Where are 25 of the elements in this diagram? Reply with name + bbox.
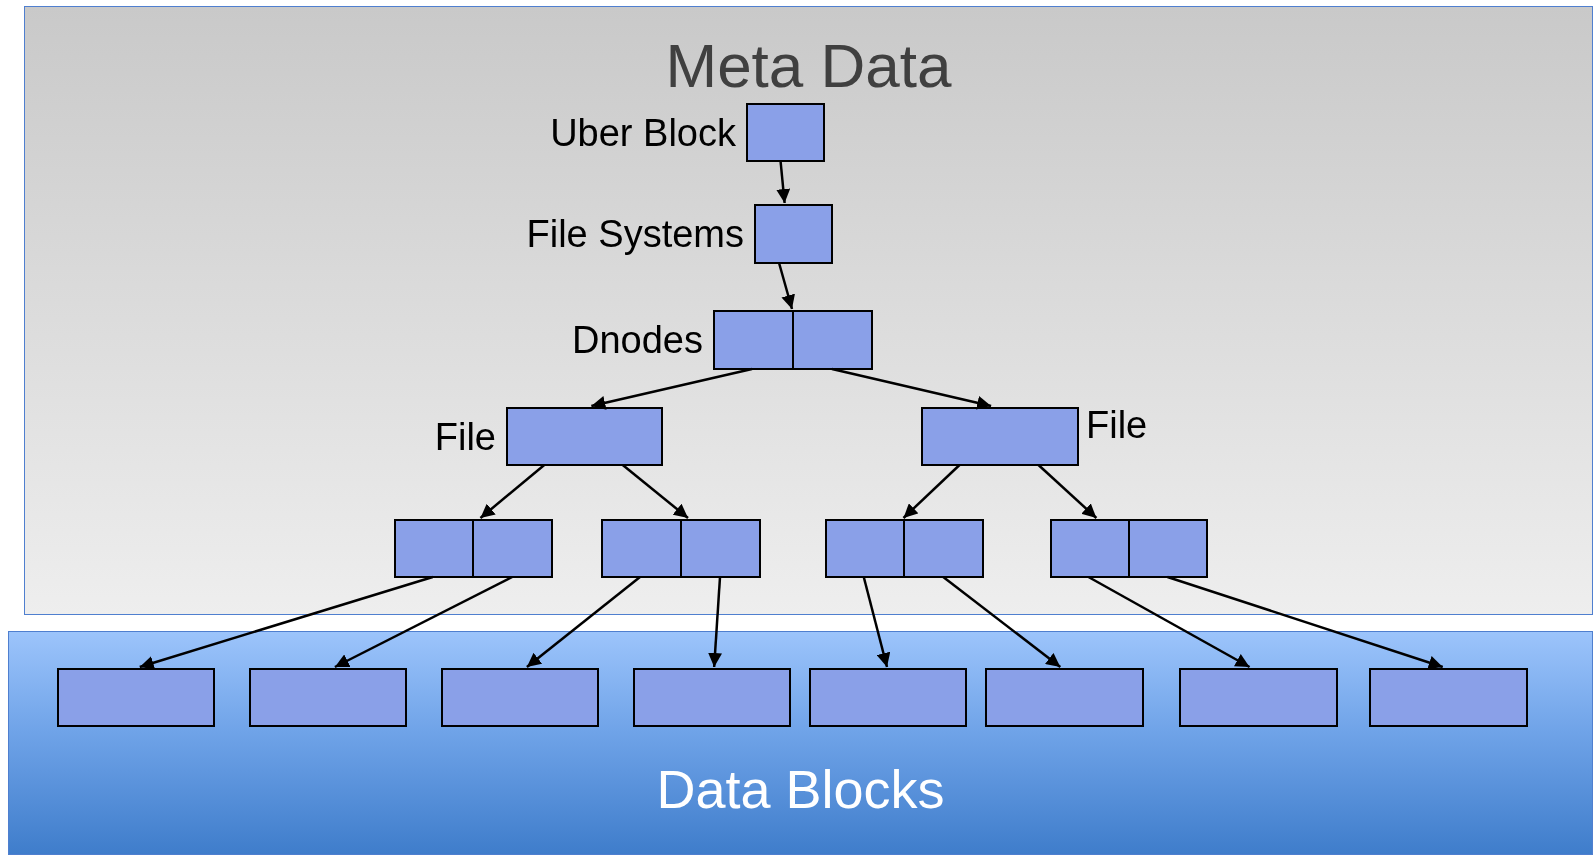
arrow	[334, 575, 513, 669]
arrow	[621, 464, 689, 519]
arrow	[902, 464, 961, 519]
arrow	[1167, 575, 1444, 670]
arrow	[479, 464, 546, 519]
block-label: Uber Block	[550, 113, 736, 152]
panel-title: Meta Data	[665, 35, 952, 97]
arrow	[1087, 575, 1251, 669]
block-label: File	[434, 417, 496, 456]
arrow	[862, 576, 891, 668]
block-label: Dnodes	[572, 321, 703, 359]
metadata-panel	[24, 6, 1593, 615]
arrow	[942, 576, 1062, 668]
data-blocks-panel	[8, 631, 1593, 855]
block-label: File	[1086, 405, 1148, 444]
panel-title: Data Blocks	[656, 762, 945, 816]
arrow	[526, 576, 641, 668]
arrow	[777, 262, 795, 310]
arrow	[139, 575, 434, 670]
arrow	[831, 367, 992, 410]
arrow	[1037, 464, 1098, 519]
arrow	[708, 576, 723, 668]
arrow	[776, 160, 791, 204]
block-label: File Systems	[526, 215, 744, 253]
arrow	[591, 367, 753, 410]
